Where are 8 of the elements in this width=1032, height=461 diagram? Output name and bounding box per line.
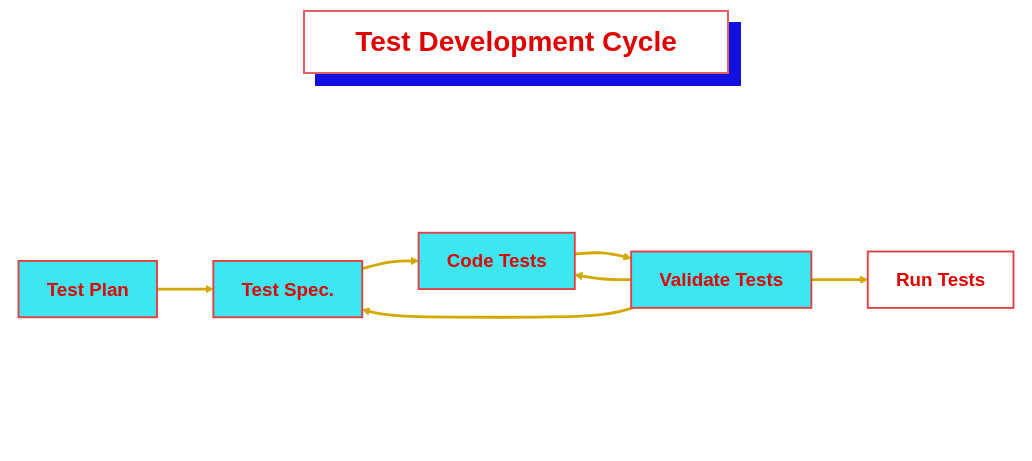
node-box: Code Tests: [417, 231, 576, 290]
node-box: Test Plan: [17, 259, 158, 318]
node-box: Test Spec.: [212, 259, 364, 318]
node-box: Run Tests: [866, 250, 1015, 309]
arrow: [574, 271, 632, 281]
arrow: [574, 250, 632, 260]
arrow: [157, 284, 214, 293]
node-box: Validate Tests: [630, 250, 813, 309]
